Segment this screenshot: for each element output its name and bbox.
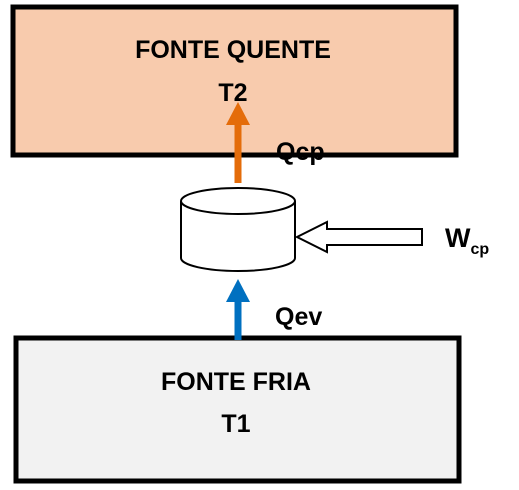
work-symbol: W [445,223,471,253]
work-input-label: Wcp [445,223,489,258]
work-subscript: cp [470,241,490,258]
hot-source-title: FONTE QUENTE [135,36,331,64]
cold-source-box [13,335,462,484]
cold-source-temperature: T1 [221,410,251,438]
cold-source-title: FONTE FRIA [161,368,311,396]
heat-absorbed-arrow [226,279,250,340]
hot-source-temperature: T2 [218,79,248,107]
work-input-arrow [294,220,423,254]
heat-absorbed-label: Qev [275,303,323,331]
heat-rejected-label: Qcp [276,138,325,166]
compressor-cylinder [180,187,296,272]
heat-rejected-arrow [226,102,250,183]
